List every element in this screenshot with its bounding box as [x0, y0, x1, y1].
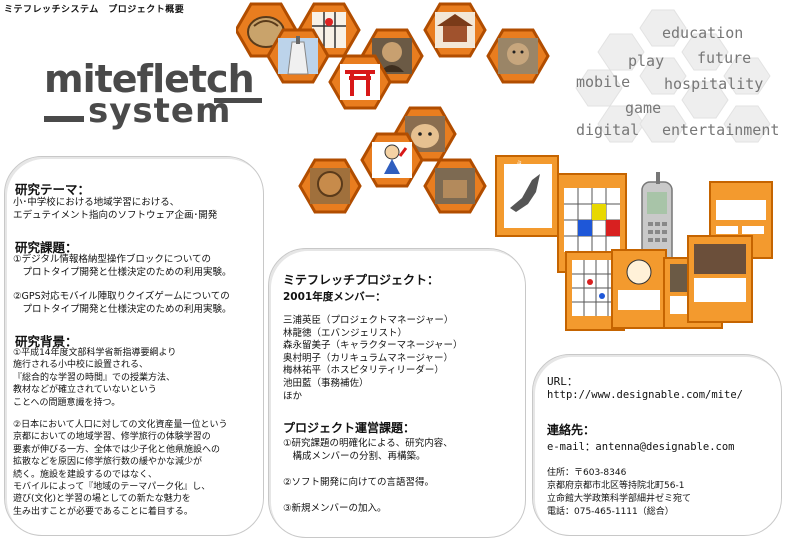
background-line: 続く。施設を建設するのではなく、 [13, 469, 158, 480]
page-header-title: ミテフレッチシステム プロジェクト概要 [4, 5, 185, 15]
member-item: 池田藍（事務補佐） [283, 377, 369, 389]
kids-card-label: えりはん [515, 160, 524, 192]
address-line: 立命館大学政策科学部細井ゼミ宛て [547, 494, 692, 504]
member-item: 三浦英臣（プロジェクトマネージャー） [283, 315, 454, 326]
keyword-entertainment: entertainment [662, 121, 780, 139]
background-line: 要素が伸びる一方、全体では少子化と他県施設への [13, 444, 221, 455]
hex-map-icon [297, 2, 361, 58]
background-line: 遊び(文化)と学習の場としての新たな魅力を [13, 494, 191, 505]
mobile-phone-icon [641, 172, 673, 267]
keyword-game: game [625, 99, 662, 117]
project-title: ミテフレッチプロジェクト： [283, 273, 440, 287]
research-panel: 研究テーマ： 小･中学校における地域学習における、 エデュテイメント指向のソフト… [4, 156, 264, 536]
members-heading: 2001年度メンバー： [283, 291, 386, 303]
issue-line: ①デジタル情報格納型操作ブロックについての [13, 254, 212, 265]
project-panel: ミテフレッチプロジェクト： 2001年度メンバー： 三浦英臣（プロジェクトマネー… [268, 248, 526, 538]
background-line: 生み出すことが必要であることに着目する。 [13, 506, 193, 517]
member-item: 林龍徳（エバンジェリスト） [283, 327, 407, 339]
logo-system: system [88, 91, 232, 131]
ops-heading: プロジェクト運営課題： [283, 421, 416, 435]
ops-item: ①研究課題の明確化による、研究内容、 [283, 438, 453, 449]
theme-line: 小･中学校における地域学習における、 [13, 197, 180, 208]
email-link[interactable]: e-mail：antenna@designable.com [547, 441, 735, 453]
issues-heading: 研究課題： [15, 240, 78, 255]
hex-statue-icon [486, 28, 550, 84]
keyword-mobile: mobile [576, 73, 631, 91]
logo-mitefletch: mitefletch [44, 57, 255, 101]
ops-item: ③新規メンバーの加入。 [283, 503, 387, 514]
member-item: 森永留美子（キャラクターマネージャー） [283, 340, 463, 352]
hex-pagoda-icon [266, 28, 330, 84]
quiz-card-character [611, 249, 667, 329]
member-item: 奥村明子（カリキュラムマネージャー） [283, 352, 454, 364]
theme-body: 小･中学校における地域学習における、 エデュテイメント指向のソフトウェア企画･開… [13, 196, 257, 222]
issue-line: プロトタイプ開発と仕様決定のための利用実験。 [13, 304, 232, 315]
keyword-education: education [662, 24, 744, 42]
address-line: 京都府京都市北区等持院北町56-1 [547, 481, 685, 491]
contact-label: 連絡先： [547, 423, 596, 437]
member-item: ほか [283, 390, 303, 402]
issue-line: プロトタイプ開発と仕様決定のための利用実験。 [13, 267, 232, 278]
background-heading: 研究背景： [15, 334, 78, 349]
mobile-screens-illustration [495, 155, 773, 331]
question-card-2 [687, 235, 753, 323]
background-body: ①平成14年度文部科学省新指導要綱より 施行される小中校に設置される、 『総合的… [13, 347, 261, 518]
issues-body: ①デジタル情報格納型操作ブロックについての プロトタイプ開発と仕様決定のための利… [13, 253, 261, 316]
hex-dog-icon [393, 106, 457, 162]
japan-map-card [495, 155, 559, 237]
hex-shrine-photo-icon [423, 158, 487, 214]
background-line: 『総合的な学習の時間』での授業方法、 [13, 372, 176, 383]
hex-temple-icon [423, 2, 487, 58]
background-line: モバイルによって『地域のテーマパーク化』し、 [13, 482, 211, 493]
background-line: ①平成14年度文部科学省新指導要綱より [13, 348, 177, 358]
ops-item: 構成メンバーの分割、再構築。 [283, 451, 426, 462]
hex-character-icon [360, 132, 424, 188]
hexagon-photo-cluster [236, 2, 550, 214]
keyword-digital: digital [576, 121, 640, 139]
hex-torii-icon [328, 54, 392, 110]
url-label: URL： [547, 375, 578, 388]
address-block: 住所：〒603-8346 京都府京都市北区等持院北町56-1 立命館大学政策科学… [547, 467, 777, 519]
contact-panel: URL： http://www.designable.com/mite/ 連絡先… [532, 354, 782, 536]
background-line: 拡散などを原因に修学旅行数の緩やかな減少が [13, 457, 203, 468]
theme-line: エデュテイメント指向のソフトウェア企画･開発 [13, 210, 218, 221]
url-link[interactable]: http://www.designable.com/mite/ [547, 389, 743, 401]
address-line: 電話：075-465-1111（総合） [547, 507, 674, 517]
background-line: ことへの問題意識を持つ。 [13, 397, 121, 408]
background-line: 教材などが確立されていないという [13, 385, 157, 396]
ops-list: ①研究課題の明確化による、研究内容、 構成メンバーの分割、再構築。 ②ソフト開発… [283, 437, 519, 515]
ops-item: ②ソフト開発に向けての言語習得。 [283, 477, 435, 488]
background-line: ②日本において人口に対しての文化資産量一位という [13, 420, 228, 431]
keyword-play: play [628, 52, 665, 70]
keyword-hospitality: hospitality [664, 75, 764, 93]
issue-line: ②GPS対応モバイル陣取りクイズゲームについての [13, 291, 230, 302]
address-line: 住所：〒603-8346 [547, 468, 627, 478]
member-item: 梅林祐平（ホスピタリティリーダー） [283, 365, 444, 377]
logo-underline-left [44, 116, 84, 122]
members-list: 三浦英臣（プロジェクトマネージャー） 林龍徳（エバンジェリスト） 森永留美子（キ… [283, 315, 519, 403]
background-line: 施行される小中校に設置される、 [13, 360, 149, 371]
logo-underline-right [214, 98, 262, 103]
keyword-future: future [697, 49, 752, 67]
background-line: 京都においての地域学習、修学旅行の体験学習の [13, 432, 211, 443]
theme-heading: 研究テーマ： [15, 182, 91, 197]
hex-figurine-icon [298, 158, 362, 214]
keyword-hex-grid [575, 9, 771, 143]
